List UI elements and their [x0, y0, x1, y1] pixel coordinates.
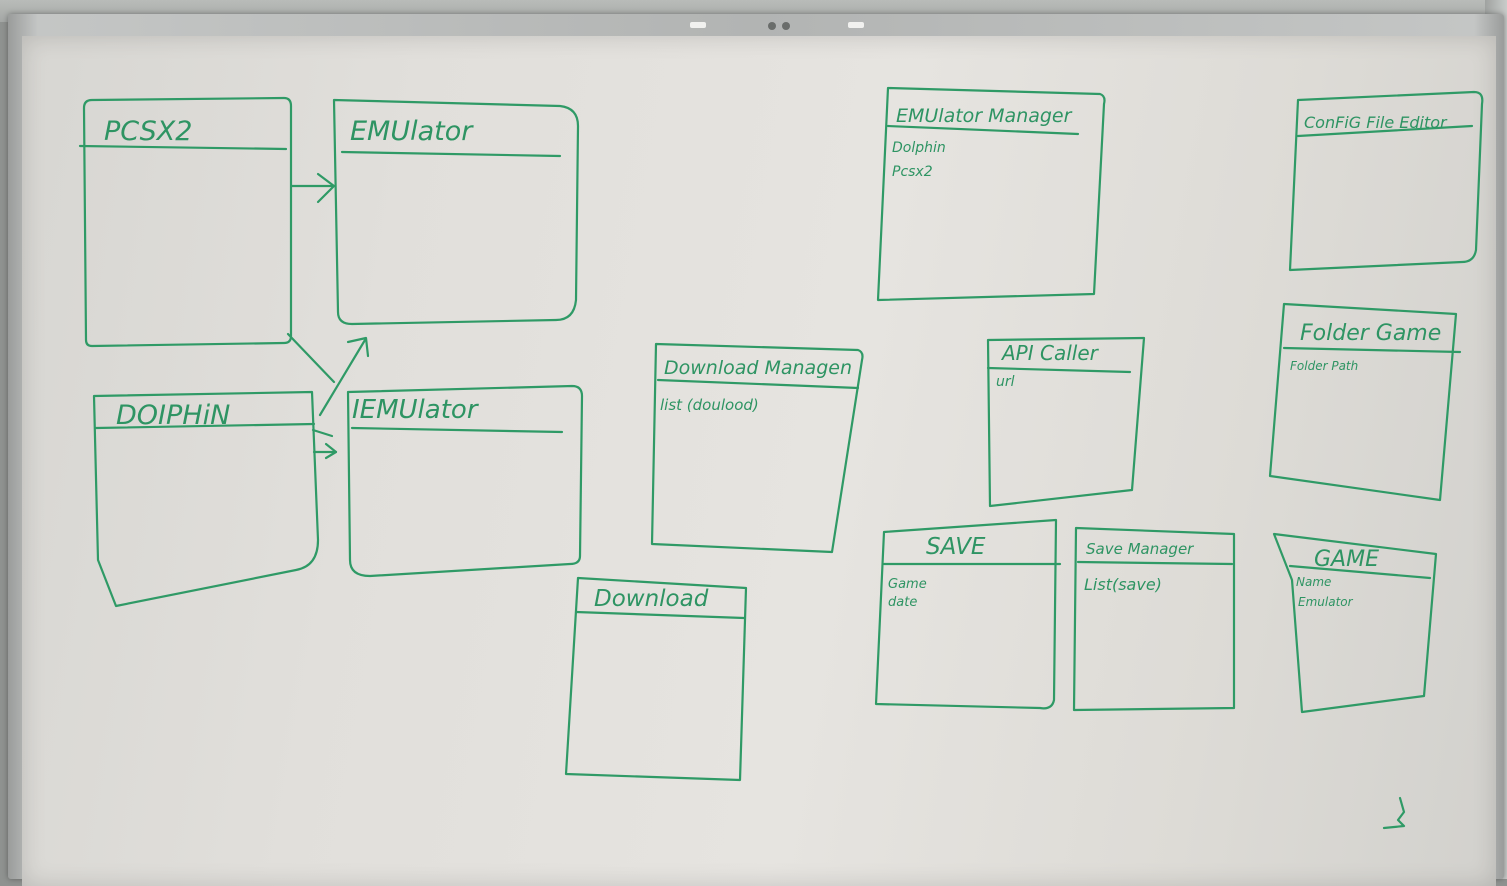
class-title: Folder Game: [1300, 321, 1441, 346]
class-box-game: GAME Name Emulator: [1272, 532, 1438, 714]
class-box-api-caller: API Caller url: [986, 336, 1146, 508]
frame-clip: [848, 22, 864, 28]
class-box-emulator: EMUlator: [332, 98, 580, 326]
class-attribute: date: [888, 595, 917, 610]
class-title: GAME: [1314, 547, 1379, 572]
class-attribute: list (doulood): [660, 396, 759, 414]
class-title: IEMUlator: [352, 395, 480, 425]
class-box-dolphin: DOIPHiN: [92, 390, 320, 608]
class-title: EMUlator Manager: [896, 105, 1073, 127]
class-box-config-file-editor: ConFiG File Editor: [1288, 90, 1484, 272]
class-attribute: Game: [888, 577, 927, 592]
whiteboard-frame: [8, 14, 1504, 886]
class-box-iemulator: IEMUlator: [346, 384, 584, 578]
magnet: [782, 22, 790, 30]
class-attribute: Pcsx2: [892, 164, 933, 180]
magnet: [768, 22, 776, 30]
class-box-folder-game: Folder Game Folder Path: [1268, 302, 1462, 502]
class-attribute: List(save): [1084, 575, 1162, 594]
class-title: ConFiG File Editor: [1304, 113, 1448, 132]
class-box-download: Download: [564, 576, 748, 782]
class-title: Save Manager: [1086, 540, 1194, 558]
class-title: EMUlator: [350, 116, 474, 147]
frame-clip: [690, 22, 706, 28]
class-attribute: Name: [1296, 575, 1331, 589]
relation-arrows: [286, 332, 370, 460]
class-box-save: SAVE Game date: [874, 518, 1062, 710]
pen-mark: [1382, 796, 1406, 830]
class-title: Download: [594, 586, 709, 612]
class-title: API Caller: [1000, 341, 1100, 365]
class-attribute: Dolphin: [892, 140, 946, 156]
class-box-download-manager: Download Managen list (doulood): [650, 342, 864, 554]
class-box-save-manager: Save Manager List(save): [1072, 526, 1236, 712]
class-title: DOIPHiN: [116, 400, 230, 431]
class-attribute: Emulator: [1298, 595, 1354, 609]
class-box-pcsx2: PCSX2: [78, 96, 293, 348]
class-title: Download Managen: [664, 357, 852, 379]
class-attribute: url: [996, 374, 1015, 390]
class-attribute: Folder Path: [1290, 359, 1358, 373]
class-box-emulator-manager: EMUlator Manager Dolphin Pcsx2: [876, 86, 1106, 302]
class-title: SAVE: [926, 534, 986, 560]
class-title: PCSX2: [104, 116, 192, 147]
whiteboard-surface: [22, 36, 1496, 886]
inheritance-arrow: [290, 172, 336, 204]
